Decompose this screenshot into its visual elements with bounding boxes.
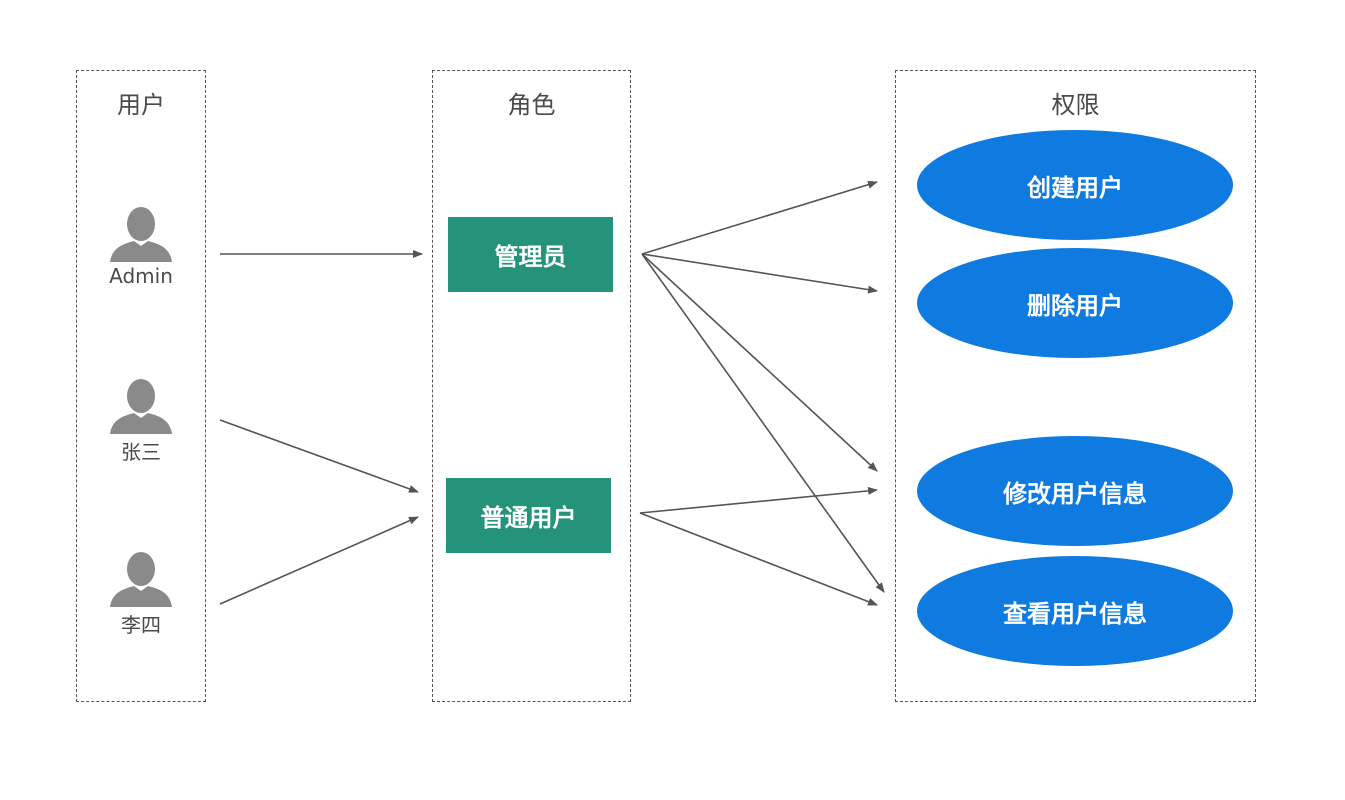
- user-label: Admin: [109, 264, 173, 288]
- users-group: 用户: [76, 70, 206, 702]
- arrow-role-admin-to-view: [641, 253, 885, 593]
- user-label: 李四: [121, 613, 161, 637]
- role-admin: 管理员: [448, 217, 613, 292]
- person-silhouette-icon: [110, 552, 172, 607]
- person-silhouette-icon: [110, 207, 172, 262]
- arrow-role-admin-to-delete: [641, 253, 878, 294]
- user-label: 张三: [121, 440, 161, 464]
- roles-group-title: 角色: [507, 91, 556, 119]
- arrow-role-admin-to-edit: [641, 253, 878, 472]
- perm-view-user-info: 查看用户信息: [917, 556, 1233, 666]
- arrow-lisi-to-role-normal: [219, 516, 419, 605]
- arrow-role-normal-to-edit: [639, 486, 878, 514]
- user-lisi: 李四: [76, 551, 206, 638]
- role-normal-user: 普通用户: [446, 478, 611, 553]
- permissions-group-title: 权限: [1051, 91, 1100, 119]
- arrow-role-normal-to-view: [639, 512, 878, 606]
- perm-edit-user-info: 修改用户信息: [917, 436, 1233, 546]
- user-admin: Admin: [76, 206, 206, 288]
- roles-group: 角色: [432, 70, 631, 702]
- user-zhangsan: 张三: [76, 378, 206, 465]
- person-silhouette-icon: [110, 379, 172, 434]
- perm-delete-user: 删除用户: [917, 248, 1233, 358]
- permissions-group: 权限: [895, 70, 1256, 702]
- perm-create-user: 创建用户: [917, 130, 1233, 240]
- arrow-role-admin-to-create: [641, 180, 878, 255]
- arrow-zhangsan-to-role-normal: [219, 419, 419, 493]
- users-group-title: 用户: [117, 91, 165, 119]
